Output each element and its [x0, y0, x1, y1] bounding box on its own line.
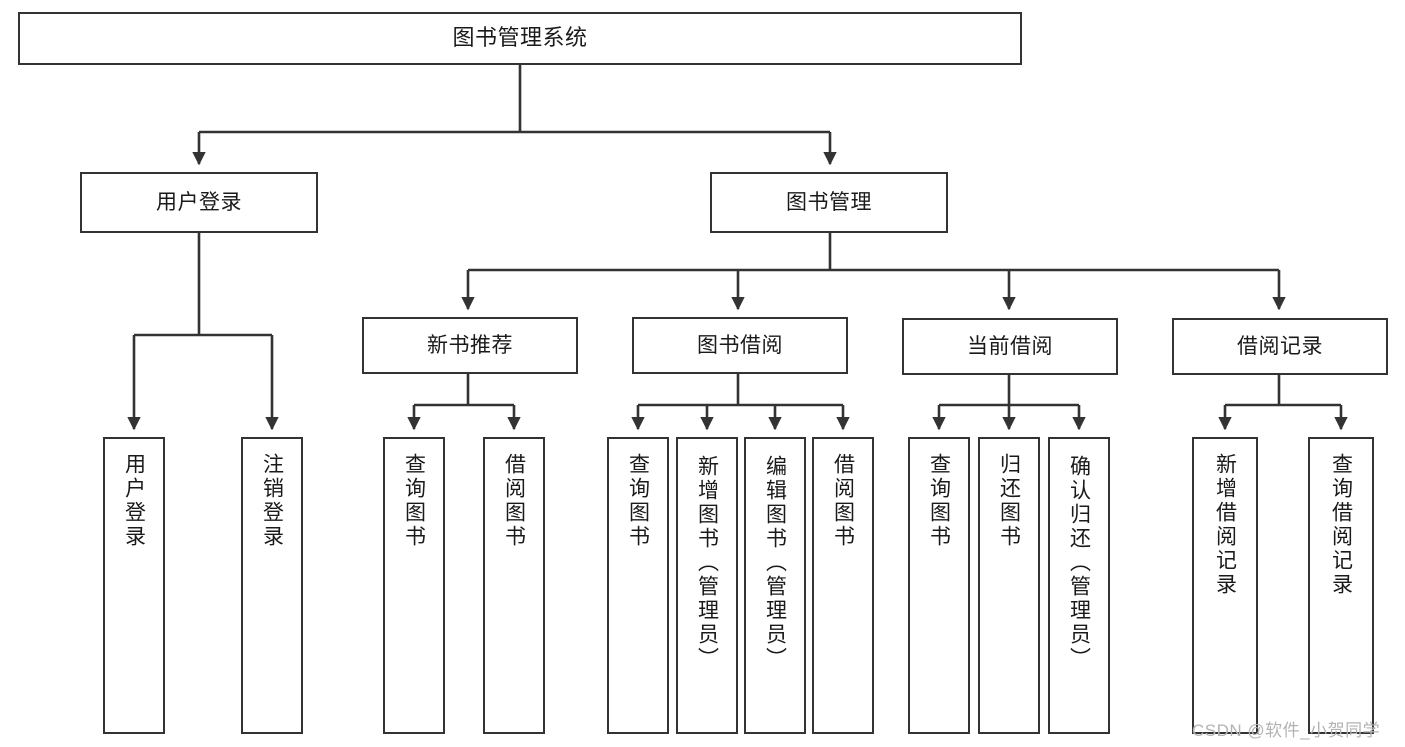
node-label: 新增借阅记录	[1213, 453, 1237, 597]
node-label: 图书管理	[786, 190, 872, 214]
node-label: 用户登录	[156, 190, 242, 214]
node-label: 用户登录	[122, 453, 146, 549]
node-label: 当前借阅	[967, 334, 1053, 358]
node-label: 查询借阅记录	[1329, 453, 1353, 597]
leaf-add-borrow-record[interactable]: 新增借阅记录	[1192, 437, 1258, 734]
node-label: 新书推荐	[427, 333, 513, 357]
leaf-query-book-current[interactable]: 查询图书	[908, 437, 970, 734]
leaf-query-book-borrow[interactable]: 查询图书	[607, 437, 669, 734]
node-label: 借阅图书	[502, 453, 526, 549]
node-new-book-recommend[interactable]: 新书推荐	[362, 317, 578, 374]
node-label: 确认归还（管理员）	[1067, 455, 1091, 671]
node-label: 查询图书	[927, 453, 951, 549]
node-borrow-record[interactable]: 借阅记录	[1172, 318, 1388, 375]
node-label: 查询图书	[626, 453, 650, 549]
node-label: 新增图书（管理员）	[695, 455, 719, 671]
node-label: 借阅图书	[831, 453, 855, 549]
node-label: 归还图书	[997, 453, 1021, 549]
leaf-logout-login[interactable]: 注销登录	[241, 437, 303, 734]
leaf-return-book[interactable]: 归还图书	[978, 437, 1040, 734]
leaf-confirm-return-admin[interactable]: 确认归还（管理员）	[1048, 437, 1110, 734]
leaf-edit-book-admin[interactable]: 编辑图书（管理员）	[744, 437, 806, 734]
node-book-borrow[interactable]: 图书借阅	[632, 317, 848, 374]
node-current-borrow[interactable]: 当前借阅	[902, 318, 1118, 375]
leaf-user-login[interactable]: 用户登录	[103, 437, 165, 734]
watermark-csdn: CSDN @软件_小贺同学	[1192, 721, 1381, 740]
node-user-login[interactable]: 用户登录	[80, 172, 318, 233]
leaf-borrow-book[interactable]: 借阅图书	[812, 437, 874, 734]
node-label: 查询图书	[402, 453, 426, 549]
leaf-add-book-admin[interactable]: 新增图书（管理员）	[676, 437, 738, 734]
node-root-book-management-system[interactable]: 图书管理系统	[18, 12, 1022, 65]
leaf-query-borrow-record[interactable]: 查询借阅记录	[1308, 437, 1374, 734]
node-label: 图书借阅	[697, 333, 783, 357]
node-label: 图书管理系统	[452, 25, 588, 51]
node-label: 编辑图书（管理员）	[763, 455, 787, 671]
leaf-query-book-recommend[interactable]: 查询图书	[383, 437, 445, 734]
node-book-management[interactable]: 图书管理	[710, 172, 948, 233]
node-label: 借阅记录	[1237, 334, 1323, 358]
leaf-borrow-book-recommend[interactable]: 借阅图书	[483, 437, 545, 734]
node-label: 注销登录	[260, 453, 284, 549]
